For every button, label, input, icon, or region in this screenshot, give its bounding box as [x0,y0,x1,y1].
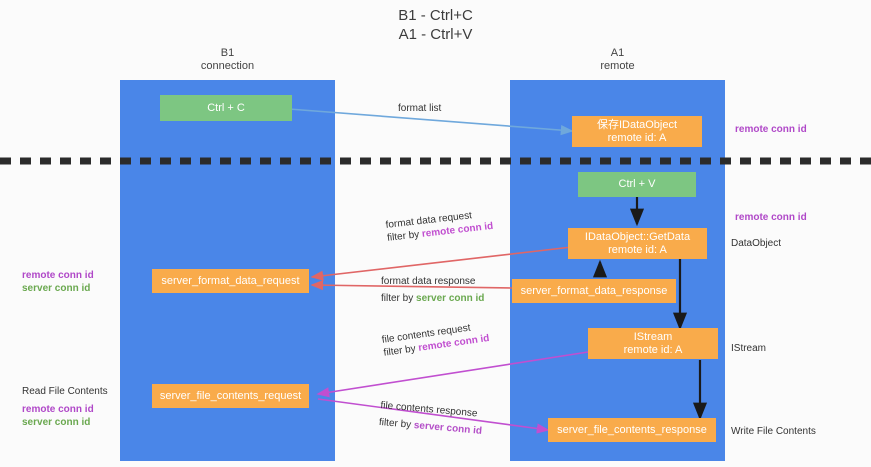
edge-label-format-data-request: format data request filter by remote con… [385,207,494,245]
title-line-2: A1 - Ctrl+V [398,26,473,43]
annotation-right-mid-remote-conn-id: remote conn id [735,212,807,223]
edge-label-fcres-filter-prefix: filter by [378,416,415,431]
annotation-left-remote-conn-id-1: remote conn id [22,270,94,281]
node-server-format-data-request[interactable]: server_format_data_request [152,269,309,293]
column-header-a1-role: remote [600,60,635,72]
annotation-right-write-file-contents: Write File Contents [731,426,816,437]
edge-label-format-list-text: format list [398,103,442,114]
node-ctrl-c[interactable]: Ctrl + C [160,95,292,121]
node-save-dataobject-sub: remote id: A [607,131,667,144]
node-server-file-contents-response-label: server_file_contents_response [557,423,707,436]
node-ctrl-v[interactable]: Ctrl + V [578,172,696,197]
edge-label-format-list: format list [398,102,441,115]
node-ctrl-v-label: Ctrl + V [618,178,656,190]
node-getdata-label: IDataObject::GetData [584,230,691,243]
edge-label-fcres-filter-key: server conn id [413,419,483,437]
node-server-format-data-request-label: server_format_data_request [161,274,300,287]
edge-label-fcreq-filter-prefix: filter by [382,342,420,359]
edge-label-format-data-response: format data response filter by server co… [381,275,484,305]
node-getdata[interactable]: IDataObject::GetData remote id: A [568,228,707,259]
node-getdata-sub: remote id: A [608,243,667,256]
node-istream-label: IStream [633,330,673,343]
annotation-right-dataobject: DataObject [731,238,782,249]
annotation-right-istream: IStream [731,343,767,354]
edge-label-fdreq-filter-prefix: filter by [386,228,423,244]
page-title: B1 - Ctrl+C A1 - Ctrl+V [0,6,871,44]
edge-label-format-data-response-text: format data response [381,276,476,287]
node-istream[interactable]: IStream remote id: A [588,328,718,359]
column-header-b1-name: B1 [220,47,235,59]
annotation-left-server-conn-id-1: server conn id [22,283,91,294]
edge-label-fdres-filter-prefix: filter by [381,293,417,304]
edge-label-file-contents-request: file contents request filter by remote c… [381,319,490,360]
column-header-b1-role: connection [200,60,255,72]
edge-label-fdres-filter-key: server conn id [416,293,485,304]
node-ctrl-c-label: Ctrl + C [207,101,245,114]
node-save-dataobject[interactable]: 保存IDataObject remote id: A [572,116,702,147]
column-header-b1: B1 connection [120,47,335,73]
annotation-left-remote-conn-id-2: remote conn id [22,404,94,415]
node-server-file-contents-request-label: server_file_contents_request [159,389,302,402]
node-server-file-contents-response[interactable]: server_file_contents_response [548,418,716,442]
column-header-a1: A1 remote [510,47,725,73]
node-server-format-data-response[interactable]: server_format_data_response [512,279,676,303]
node-istream-sub: remote id: A [623,343,683,356]
node-save-dataobject-label: 保存IDataObject [596,118,678,131]
edge-label-file-contents-response: file contents response filter by server … [378,399,484,438]
title-line-1: B1 - Ctrl+C [398,7,473,24]
node-server-file-contents-request[interactable]: server_file_contents_request [152,384,309,408]
node-server-format-data-response-label: server_format_data_response [520,284,668,297]
annotation-right-top-remote-conn-id: remote conn id [735,124,807,135]
annotation-left-server-conn-id-2: server conn id [22,417,91,428]
annotation-left-read-file-contents: Read File Contents [22,386,108,397]
column-header-a1-name: A1 [610,47,625,59]
